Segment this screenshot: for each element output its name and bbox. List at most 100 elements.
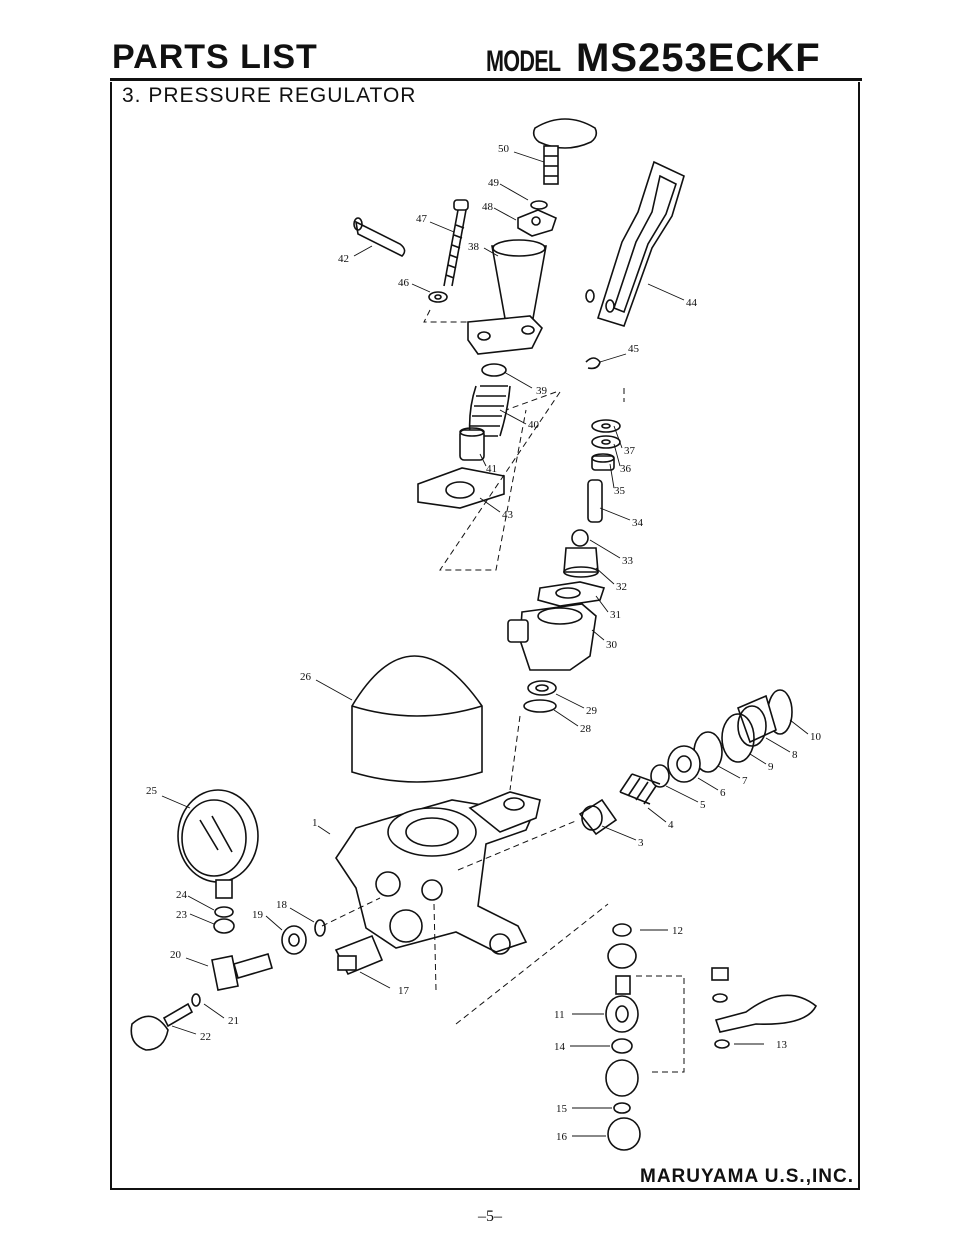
label-6: 6 — [720, 787, 726, 799]
parts-11-fittings — [605, 943, 639, 1097]
label-10: 10 — [810, 731, 822, 743]
model-number: MS253ECKF — [576, 36, 821, 80]
label-12: 12 — [672, 925, 683, 937]
part-9-ring — [721, 713, 755, 763]
label-32: 32 — [616, 581, 627, 593]
part-43-gasket — [417, 467, 505, 509]
label-39: 39 — [536, 385, 548, 397]
part-41-valve — [459, 427, 485, 461]
label-41: 41 — [486, 463, 497, 475]
company-name: MARUYAMA U.S.,INC. — [640, 1166, 854, 1187]
label-13: 13 — [776, 1039, 788, 1051]
part-35-plug — [591, 453, 615, 471]
label-30: 30 — [606, 639, 618, 651]
label-11: 11 — [554, 1009, 565, 1021]
label-49: 49 — [488, 177, 500, 189]
part-20-tee — [211, 953, 273, 991]
part-31-gasket — [537, 581, 606, 607]
part-42-pin — [353, 217, 406, 257]
part-39-disc — [481, 363, 507, 377]
part-4-spring — [619, 773, 661, 805]
parts-18-19-nut — [281, 919, 326, 955]
label-23: 23 — [176, 909, 188, 921]
part-48-nut — [517, 209, 557, 237]
label-42: 42 — [338, 253, 349, 265]
part-13-valve-handle — [711, 967, 818, 1049]
part-number-labels: 50 49 48 47 42 38 46 44 45 39 40 41 43 3… — [146, 143, 822, 1143]
label-44: 44 — [686, 297, 698, 309]
model-heading: MODEL MS253ECKF — [486, 36, 821, 81]
part-49-washer — [530, 200, 548, 210]
part-26-accumulator-dome — [351, 655, 483, 783]
part-8-fitting — [736, 694, 777, 747]
label-35: 35 — [614, 485, 626, 497]
label-28: 28 — [580, 723, 592, 735]
label-24: 24 — [176, 889, 188, 901]
label-47: 47 — [416, 213, 428, 225]
label-37: 37 — [624, 445, 636, 457]
label-7: 7 — [742, 775, 748, 787]
parts-23-24-washers — [213, 906, 235, 934]
part-22-knob — [130, 1002, 194, 1051]
part-46-washer — [428, 291, 448, 303]
part-33-ball — [571, 529, 589, 547]
label-18: 18 — [276, 899, 288, 911]
label-17: 17 — [398, 985, 410, 997]
part-21-washer — [191, 993, 201, 1007]
label-3: 3 — [638, 837, 644, 849]
label-43: 43 — [502, 509, 514, 521]
label-19: 19 — [252, 909, 264, 921]
label-50: 50 — [498, 143, 510, 155]
label-5: 5 — [700, 799, 706, 811]
part-45-clip — [585, 357, 601, 370]
label-16: 16 — [556, 1131, 568, 1143]
label-40: 40 — [528, 419, 540, 431]
label-25: 25 — [146, 785, 158, 797]
label-15: 15 — [556, 1103, 568, 1115]
assembly-guide-lines — [321, 309, 685, 1073]
section-title: 3. PRESSURE REGULATOR — [122, 84, 417, 107]
part-47-bolt — [443, 199, 469, 287]
label-9: 9 — [768, 761, 774, 773]
label-31: 31 — [610, 609, 621, 621]
label-1: 1 — [312, 817, 318, 829]
part-1-pump-body — [335, 791, 541, 955]
part-34-stem — [587, 479, 603, 523]
part-12-ring — [612, 923, 632, 937]
page-number: –5– — [478, 1208, 502, 1225]
label-leader-lines — [161, 151, 809, 1137]
label-4: 4 — [668, 819, 674, 831]
parts-36-37-washers — [591, 419, 621, 449]
label-36: 36 — [620, 463, 632, 475]
header-rule — [110, 78, 862, 81]
parts-28-29-seals — [523, 680, 557, 713]
label-21: 21 — [228, 1015, 239, 1027]
label-14: 14 — [554, 1041, 566, 1053]
label-8: 8 — [792, 749, 798, 761]
page-title: PARTS LIST — [112, 38, 318, 76]
part-6-cap — [667, 745, 701, 783]
part-17-plug — [334, 934, 384, 976]
label-22: 22 — [200, 1031, 211, 1043]
part-30-body — [507, 603, 597, 671]
label-45: 45 — [628, 343, 640, 355]
part-38-cylinder — [467, 239, 547, 355]
part-50-knob — [532, 118, 598, 185]
parts-15-16-fittings — [607, 1102, 641, 1151]
label-38: 38 — [468, 241, 480, 253]
part-44-lever — [585, 160, 685, 327]
label-20: 20 — [170, 949, 182, 961]
label-46: 46 — [398, 277, 410, 289]
label-33: 33 — [622, 555, 634, 567]
part-25-pressure-gauge — [177, 789, 259, 899]
part-5-washer — [650, 764, 670, 788]
part-32-seat — [563, 547, 599, 578]
part-40-spring — [468, 385, 511, 437]
model-label: MODEL — [486, 45, 561, 78]
label-26: 26 — [300, 671, 312, 683]
label-48: 48 — [482, 201, 494, 213]
label-29: 29 — [586, 705, 598, 717]
part-3-cage — [578, 798, 618, 836]
label-34: 34 — [632, 517, 644, 529]
